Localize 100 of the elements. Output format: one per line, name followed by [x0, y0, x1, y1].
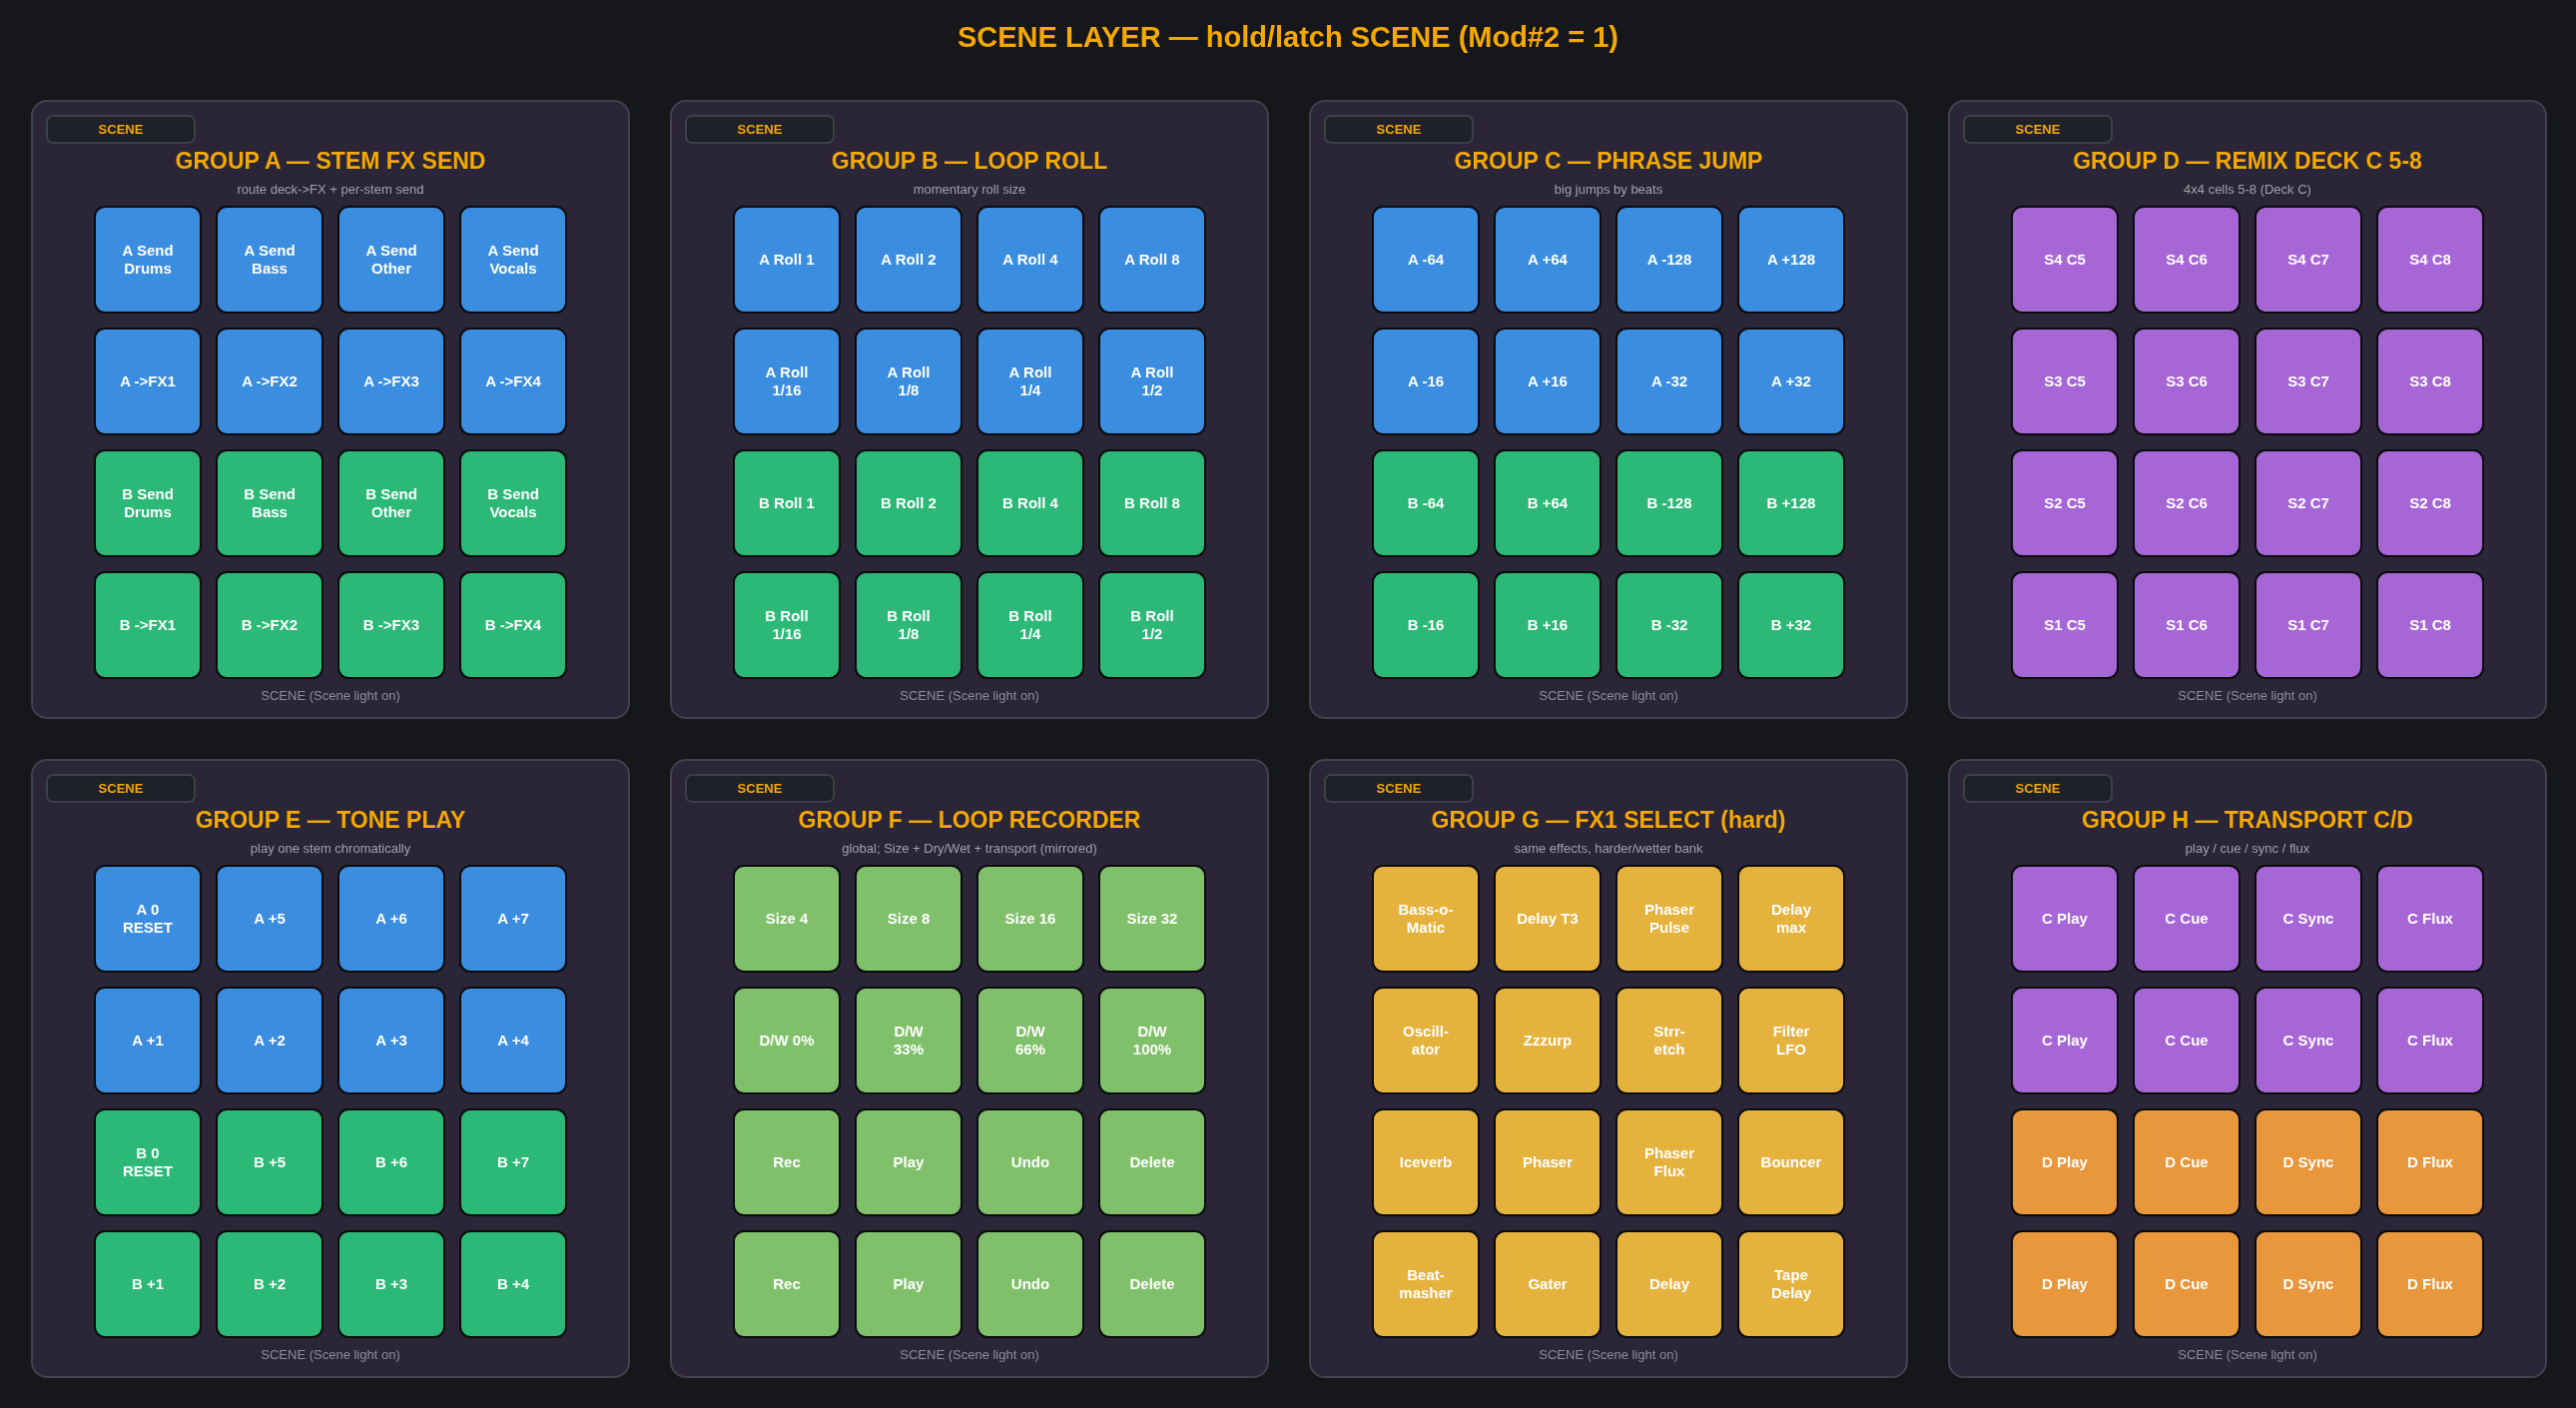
mode-tab: SCENE — [1324, 115, 1474, 144]
pad: A +64 — [1494, 206, 1602, 314]
pad: Strr- etch — [1615, 987, 1723, 1094]
pad: A -16 — [1372, 328, 1480, 435]
pad: A +3 — [337, 987, 445, 1094]
pad: B ->FX3 — [337, 571, 445, 679]
pad: A Roll 1/2 — [1098, 328, 1206, 435]
pad: C Flux — [2376, 865, 2484, 973]
pad: Delete — [1098, 1230, 1206, 1338]
pad: B +5 — [216, 1108, 323, 1216]
pad: A -128 — [1615, 206, 1723, 314]
pad: B ->FX2 — [216, 571, 323, 679]
pad: D/W 0% — [733, 987, 841, 1094]
pad: A +4 — [459, 987, 567, 1094]
mode-tab: SCENE — [46, 115, 196, 144]
pad: A 0 RESET — [94, 865, 202, 973]
pad: Size 8 — [855, 865, 963, 973]
pad: C Flux — [2376, 987, 2484, 1094]
pad: S4 C7 — [2254, 206, 2362, 314]
panel-subtitle: big jumps by beats — [1554, 182, 1663, 198]
pad: B +16 — [1494, 571, 1602, 679]
pad: B +64 — [1494, 449, 1602, 557]
pad: B Roll 8 — [1098, 449, 1206, 557]
panel-footnote: SCENE (Scene light on) — [900, 688, 1039, 704]
pad: D/W 100% — [1098, 987, 1206, 1094]
panel-subtitle: momentary roll size — [913, 182, 1026, 198]
panel-title: GROUP C — PHRASE JUMP — [1454, 148, 1763, 175]
group-panel — [1309, 100, 1908, 719]
panel-title: GROUP G — FX1 SELECT (hard) — [1431, 807, 1786, 834]
pad: Phaser Flux — [1615, 1108, 1723, 1216]
pad: B +1 — [94, 1230, 202, 1338]
pad: D Play — [2011, 1230, 2119, 1338]
pad: A Roll 1/8 — [855, 328, 963, 435]
pad: D Play — [2011, 1108, 2119, 1216]
panel-subtitle: route deck->FX + per-stem send — [237, 182, 424, 198]
group-panel — [1948, 759, 2547, 1378]
pad: Size 32 — [1098, 865, 1206, 973]
pad: A Send Drums — [94, 206, 202, 314]
pad: B -16 — [1372, 571, 1480, 679]
pad: A Roll 2 — [855, 206, 963, 314]
pad: B +128 — [1737, 449, 1845, 557]
pad: A Roll 1/4 — [976, 328, 1084, 435]
pad: B Send Drums — [94, 449, 202, 557]
pad: Rec — [733, 1230, 841, 1338]
pad: A -64 — [1372, 206, 1480, 314]
panel-title: GROUP B — LOOP ROLL — [831, 148, 1108, 175]
pad: Play — [855, 1108, 963, 1216]
pad: Filter LFO — [1737, 987, 1845, 1094]
panel-footnote: SCENE (Scene light on) — [900, 1347, 1039, 1363]
pad: S4 C6 — [2133, 206, 2241, 314]
pad: S1 C8 — [2376, 571, 2484, 679]
pad: S3 C5 — [2011, 328, 2119, 435]
mode-tab: SCENE — [685, 115, 835, 144]
pad: Undo — [976, 1230, 1084, 1338]
pad: Size 4 — [733, 865, 841, 973]
pad: B Roll 1/4 — [976, 571, 1084, 679]
panel-title: GROUP H — TRANSPORT C/D — [2082, 807, 2413, 834]
pad: A +6 — [337, 865, 445, 973]
panel-subtitle: 4x4 cells 5-8 (Deck C) — [2184, 182, 2311, 198]
pad: B Roll 1/8 — [855, 571, 963, 679]
group-panel — [31, 759, 630, 1378]
pad: Play — [855, 1230, 963, 1338]
pad: B +32 — [1737, 571, 1845, 679]
pad: S3 C8 — [2376, 328, 2484, 435]
pad: Beat- masher — [1372, 1230, 1480, 1338]
panel-title: GROUP A — STEM FX SEND — [175, 148, 486, 175]
pad: Tape Delay — [1737, 1230, 1845, 1338]
pad: A +32 — [1737, 328, 1845, 435]
pad: A Roll 1/16 — [733, 328, 841, 435]
pad: C Cue — [2133, 865, 2241, 973]
pad: S1 C7 — [2254, 571, 2362, 679]
pad: B Roll 4 — [976, 449, 1084, 557]
pad: S3 C7 — [2254, 328, 2362, 435]
mode-tab: SCENE — [46, 774, 196, 803]
mode-tab: SCENE — [1963, 115, 2113, 144]
pad: B +6 — [337, 1108, 445, 1216]
pad: Zzzurp — [1494, 987, 1602, 1094]
pad: A Roll 1 — [733, 206, 841, 314]
pad: S2 C8 — [2376, 449, 2484, 557]
panel-footnote: SCENE (Scene light on) — [2178, 688, 2317, 704]
pad: Rec — [733, 1108, 841, 1216]
pad: Phaser — [1494, 1108, 1602, 1216]
pad: S4 C8 — [2376, 206, 2484, 314]
pad: A ->FX3 — [337, 328, 445, 435]
pad: D Sync — [2254, 1108, 2362, 1216]
pad: S4 C5 — [2011, 206, 2119, 314]
pad: B +4 — [459, 1230, 567, 1338]
pad: Delete — [1098, 1108, 1206, 1216]
pad: A ->FX1 — [94, 328, 202, 435]
pad: D Sync — [2254, 1230, 2362, 1338]
mode-tab: SCENE — [1324, 774, 1474, 803]
pad: D Cue — [2133, 1230, 2241, 1338]
panel-footnote: SCENE (Scene light on) — [261, 688, 400, 704]
group-panel — [1948, 100, 2547, 719]
panel-title: GROUP E — TONE PLAY — [195, 807, 466, 834]
pad: Oscill- ator — [1372, 987, 1480, 1094]
pad: B Roll 2 — [855, 449, 963, 557]
pad: D/W 66% — [976, 987, 1084, 1094]
pad: Phaser Pulse — [1615, 865, 1723, 973]
pad: Iceverb — [1372, 1108, 1480, 1216]
